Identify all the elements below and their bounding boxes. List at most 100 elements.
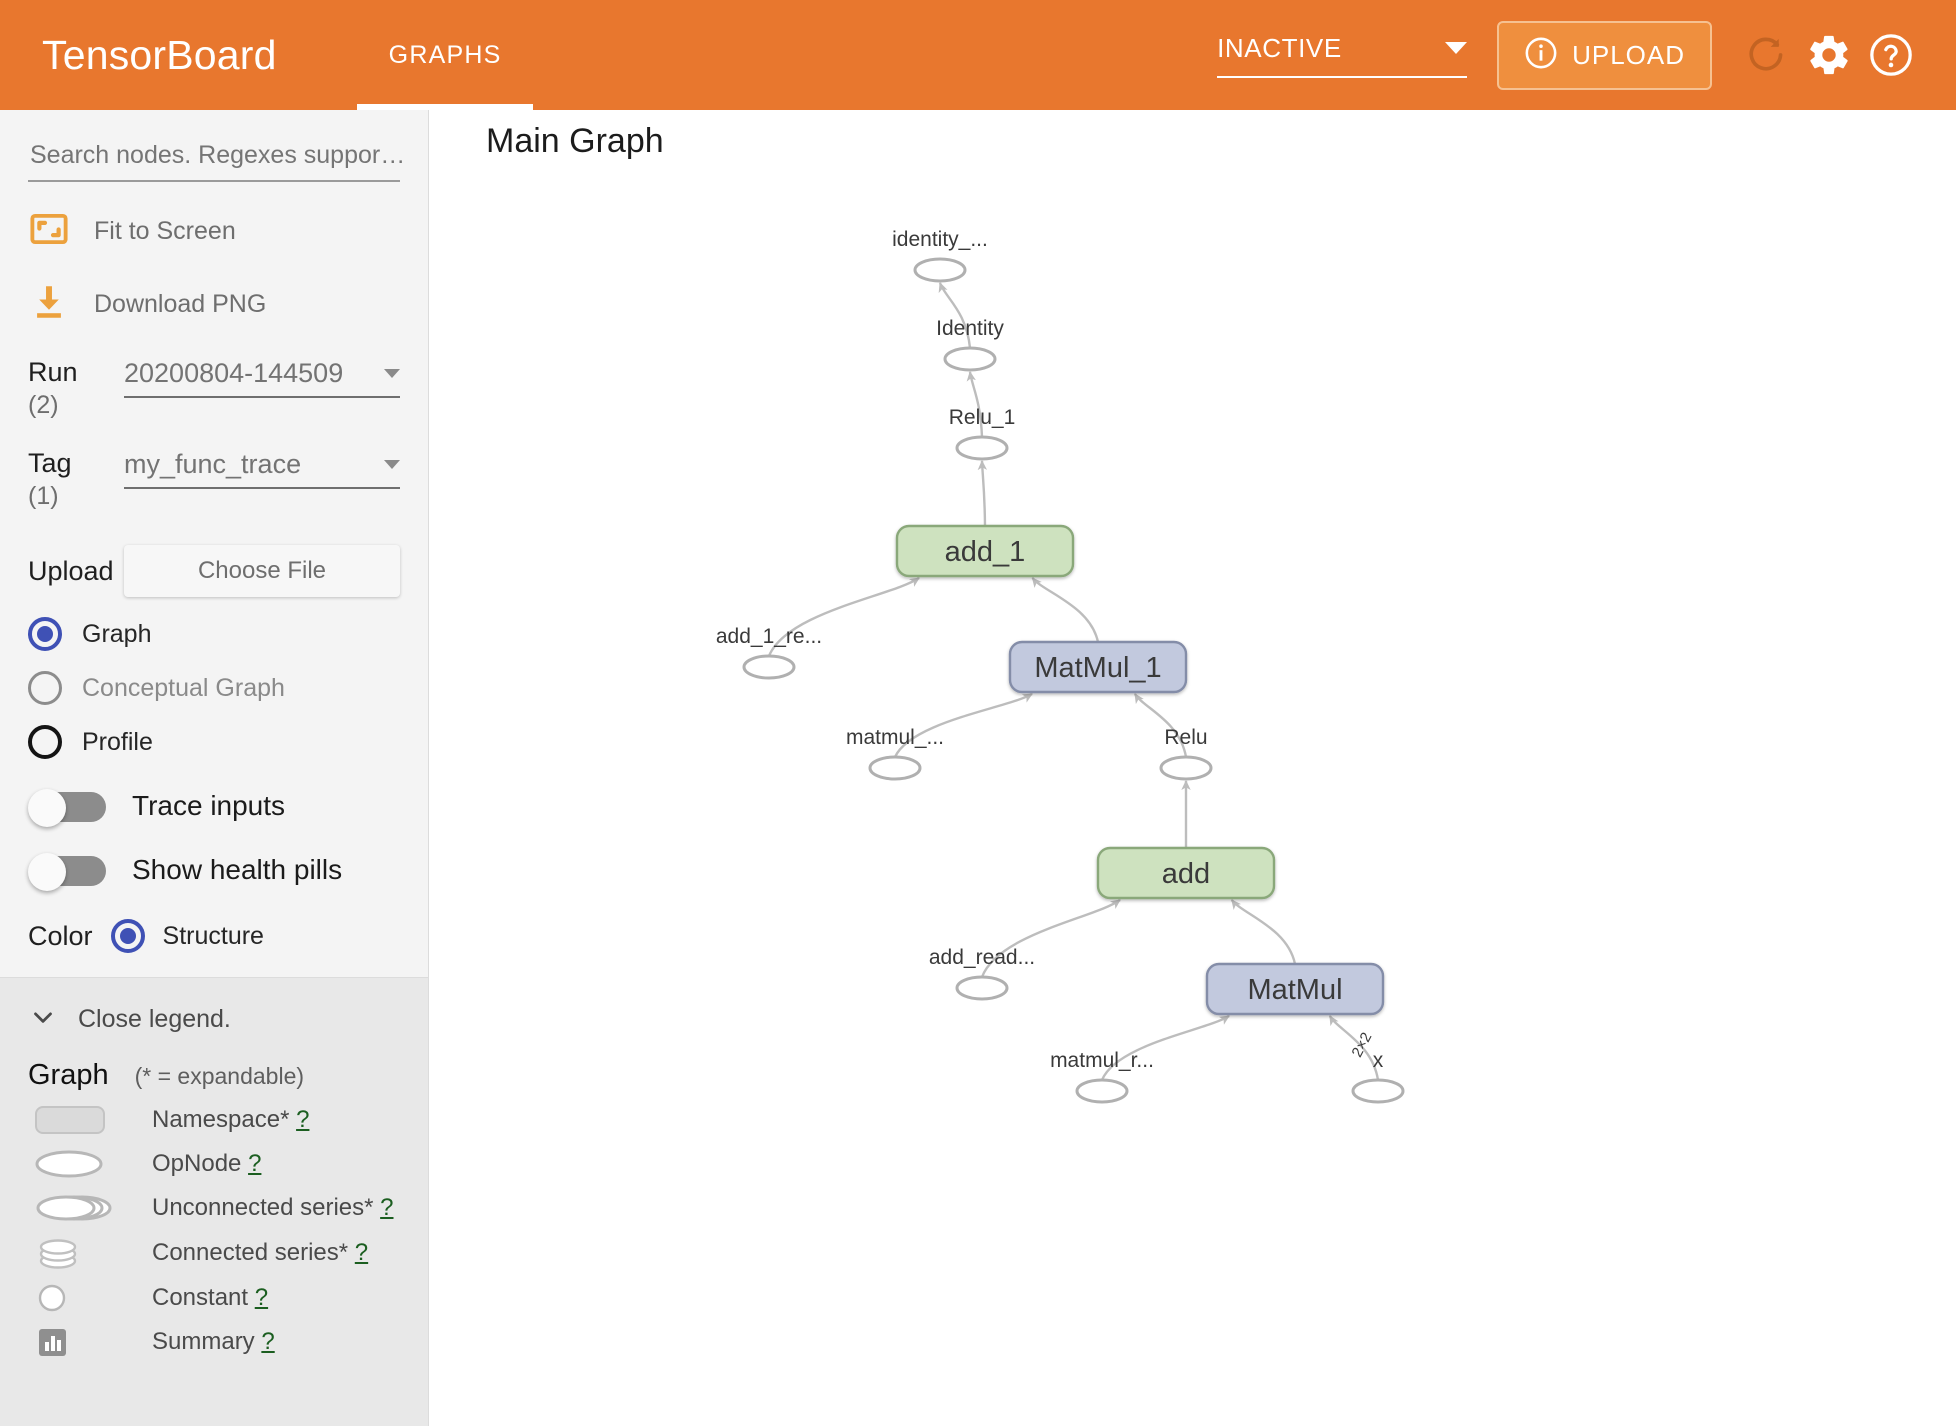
opnode-ellipse-icon — [28, 1148, 114, 1180]
fit-to-screen-icon — [28, 208, 70, 255]
run-select[interactable]: 20200804-144509 — [124, 358, 400, 398]
run-field: Run (2) 20200804-144509 — [28, 358, 400, 419]
status-dropdown[interactable]: INACTIVE — [1217, 32, 1468, 78]
close-legend-button[interactable]: Close legend. — [28, 1002, 400, 1037]
fit-to-screen-button[interactable]: Fit to Screen — [28, 208, 400, 255]
graph-node-label: matmul_... — [846, 726, 944, 749]
graph-node-MatMul[interactable]: MatMul — [1205, 962, 1385, 1016]
legend-item-opnode-help[interactable]: ? — [248, 1150, 262, 1178]
radio-graph-icon — [28, 617, 62, 652]
radio-profile-icon — [28, 725, 62, 760]
refresh-icon[interactable] — [1736, 24, 1798, 86]
graph-edge — [1031, 577, 1100, 643]
upload-button[interactable]: UPLOAD — [1497, 20, 1712, 90]
fit-to-screen-label: Fit to Screen — [94, 217, 236, 245]
legend-item-opnode: OpNode ? — [28, 1148, 400, 1180]
legend-item-connected-series-label: Connected series* — [152, 1239, 349, 1267]
graph-node-MatMul_1[interactable]: MatMul_1 — [1008, 640, 1188, 694]
connected-series-icon — [28, 1236, 114, 1270]
legend-panel: Close legend. Graph (* = expandable) Nam… — [0, 978, 428, 1426]
download-icon — [28, 281, 70, 328]
toggle-show-health-pills-switch — [28, 853, 106, 892]
app-header: TensorBoard GRAPHS INACTIVE UPLOAD — [0, 0, 1956, 110]
tag-select[interactable]: my_func_trace — [124, 449, 400, 489]
legend-item-opnode-label: OpNode — [152, 1150, 242, 1178]
edge-label: 2×2 — [1348, 1030, 1375, 1060]
choose-file-button[interactable]: Choose File — [124, 545, 400, 598]
legend-item-summary-help[interactable]: ? — [261, 1328, 275, 1356]
graph-node-add[interactable]: add — [1096, 846, 1276, 900]
radio-conceptual-graph-label: Conceptual Graph — [82, 673, 285, 702]
sidebar-controls: Fit to Screen Download PNG Run (2) — [0, 140, 428, 977]
upload-label: Upload — [28, 555, 114, 586]
summary-bars-icon — [28, 1326, 114, 1358]
toggle-trace-inputs[interactable]: Trace inputs — [28, 789, 400, 828]
graph-node-label: MatMul — [1247, 974, 1342, 1006]
download-png-button[interactable]: Download PNG — [28, 281, 400, 328]
tab-bar: GRAPHS — [356, 0, 534, 110]
run-label: Run (2) — [28, 358, 124, 419]
graph-node-label: add — [1162, 858, 1210, 890]
run-count: (2) — [28, 391, 59, 420]
search-field-wrap — [28, 140, 404, 182]
legend-item-summary: Summary ? — [28, 1326, 400, 1358]
upload-button-label: UPLOAD — [1572, 39, 1685, 70]
tab-graphs-label: GRAPHS — [388, 40, 502, 69]
search-input[interactable] — [28, 140, 404, 171]
graph-node-matmul_1_read[interactable]: matmul_... — [846, 726, 944, 781]
app-brand: TensorBoard — [42, 31, 277, 78]
status-dropdown-value: INACTIVE — [1217, 32, 1342, 63]
legend-item-namespace-help[interactable]: ? — [296, 1106, 310, 1134]
legend-item-constant-help[interactable]: ? — [254, 1284, 269, 1312]
graph-edge — [1230, 899, 1297, 965]
gear-icon[interactable] — [1798, 24, 1860, 86]
legend-title: Graph — [28, 1059, 109, 1092]
chevron-down-icon — [28, 1002, 58, 1037]
graph-node-add_1_read[interactable]: add_1_re... — [716, 625, 822, 680]
graph-node-Relu_1[interactable]: Relu_1 — [949, 406, 1016, 461]
tag-select-value: my_func_trace — [124, 448, 302, 479]
graph-edge — [1133, 693, 1188, 758]
legend-item-connected-series: Connected series* ? — [28, 1236, 400, 1270]
legend-item-connected-series-help[interactable]: ? — [354, 1239, 369, 1267]
help-icon[interactable] — [1860, 24, 1922, 86]
graph-node-label: matmul_r... — [1050, 1049, 1154, 1072]
radio-profile[interactable]: Profile — [28, 725, 400, 760]
radio-graph[interactable]: Graph — [28, 617, 400, 652]
graph-node-Identity[interactable]: Identity — [936, 317, 1004, 372]
upload-field: Upload Choose File — [28, 545, 400, 598]
legend-note: (* = expandable) — [134, 1063, 305, 1090]
sidebar-divider — [0, 977, 428, 979]
legend-item-summary-label: Summary — [152, 1328, 255, 1356]
legend-item-unconnected-series-help[interactable]: ? — [380, 1194, 394, 1222]
graph-node-label: identity_... — [892, 228, 988, 251]
legend-item-namespace: Namespace* ? — [28, 1104, 400, 1136]
toggle-trace-inputs-switch — [28, 789, 106, 828]
toggle-show-health-pills[interactable]: Show health pills — [28, 853, 400, 892]
download-png-label: Download PNG — [94, 290, 267, 318]
graph-node-matmul_read[interactable]: matmul_r... — [1050, 1049, 1154, 1104]
radio-conceptual-graph-icon — [28, 671, 62, 706]
graph-node-add_read[interactable]: add_read... — [929, 946, 1035, 1001]
run-select-value: 20200804-144509 — [124, 358, 344, 388]
graph-node-add_1[interactable]: add_1 — [895, 524, 1075, 578]
legend-header: Graph (* = expandable) — [28, 1059, 400, 1092]
tab-graphs[interactable]: GRAPHS — [356, 0, 534, 110]
graph-edge — [966, 371, 984, 438]
radio-structure-icon[interactable] — [110, 919, 145, 954]
radio-conceptual-graph[interactable]: Conceptual Graph — [28, 671, 400, 706]
graph-node-label: x — [1373, 1049, 1384, 1072]
tag-field: Tag (1) my_func_trace — [28, 448, 400, 509]
graph-node-label: Relu — [1164, 726, 1207, 749]
graph-node-label: add_1_re... — [716, 625, 822, 648]
left-sidebar: Fit to Screen Download PNG Run (2) — [0, 110, 429, 1426]
toggle-show-health-pills-label: Show health pills — [132, 854, 343, 886]
graph-node-Relu[interactable]: Relu — [1159, 726, 1213, 781]
graph-node-identity_out[interactable]: identity_... — [892, 228, 988, 283]
radio-profile-label: Profile — [82, 727, 153, 756]
graph-node-x[interactable]: x — [1351, 1049, 1405, 1104]
graph-node-label: Relu_1 — [949, 406, 1016, 429]
